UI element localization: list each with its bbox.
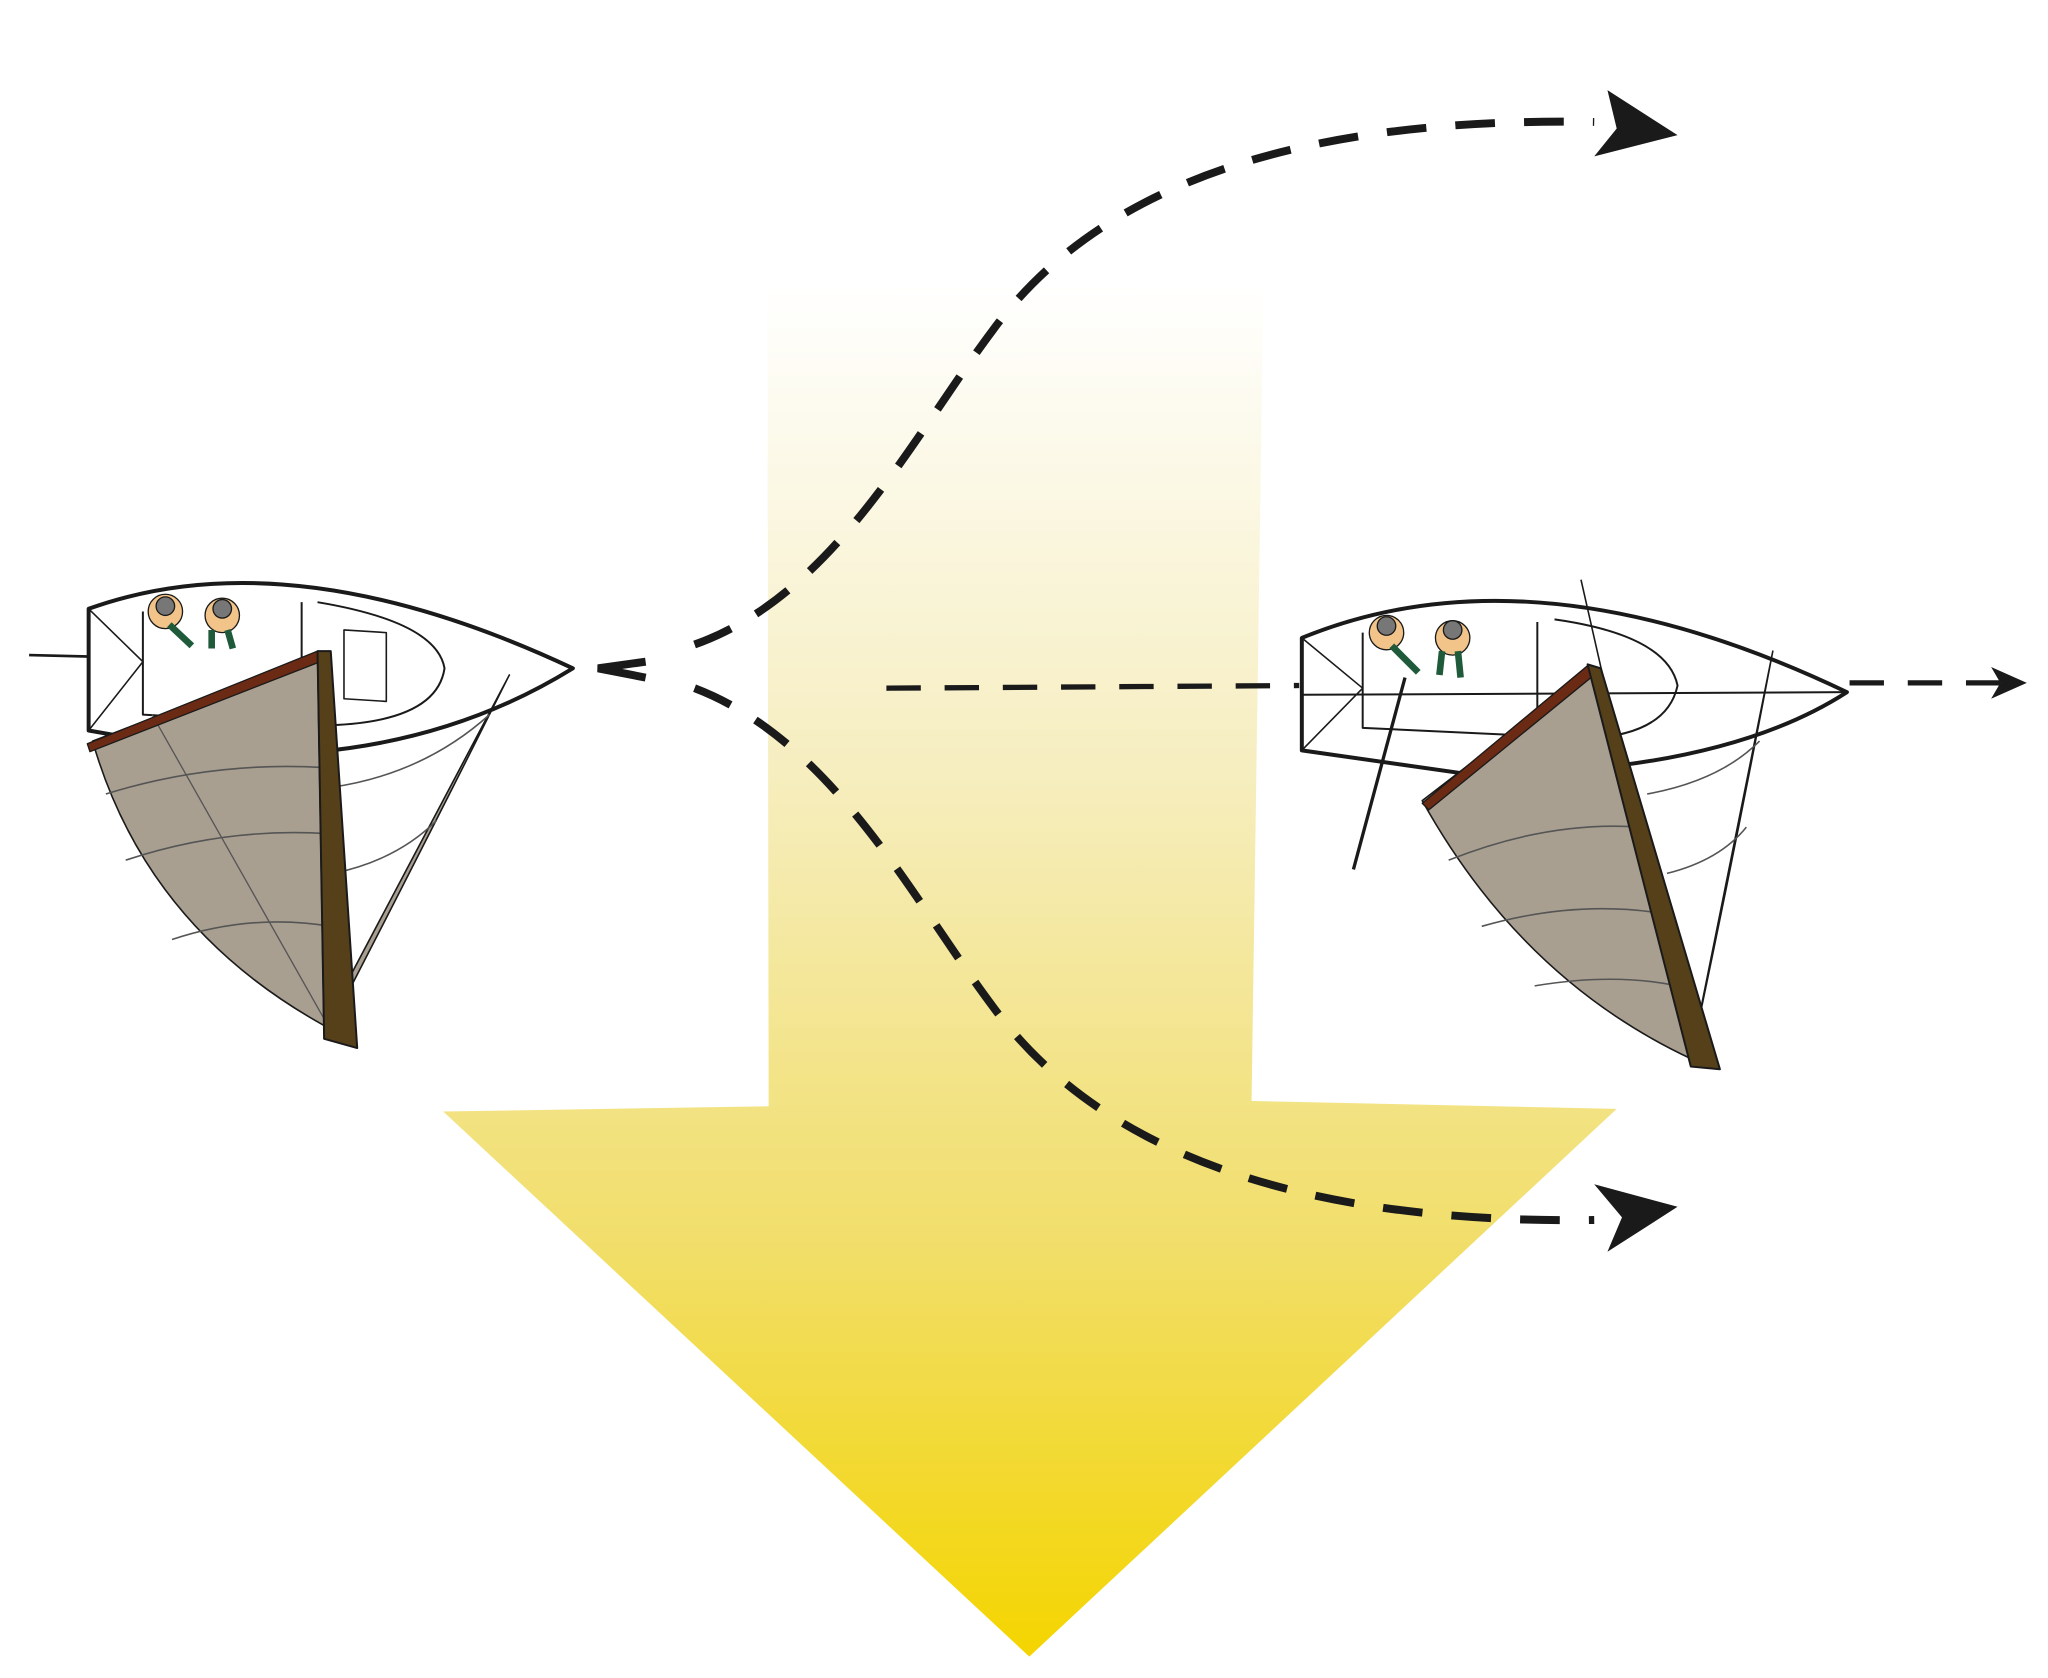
sailboat-right-icon (1299, 579, 1849, 1071)
sailboat-left-icon (29, 581, 575, 1050)
straight-course-path (886, 682, 1300, 691)
upper-course-path (693, 117, 1595, 649)
crew-left (147, 593, 241, 650)
course-paths (693, 117, 2005, 1225)
crew-right (1368, 614, 1471, 678)
lower-course-path (693, 684, 1595, 1225)
wind-arrow-icon (443, 284, 1617, 1657)
arrowhead-upper-icon (1594, 90, 1678, 157)
arrowhead-right-icon (1991, 667, 2027, 699)
arrowhead-lower-icon (1594, 1184, 1678, 1252)
chevron-left-icon (597, 657, 647, 682)
